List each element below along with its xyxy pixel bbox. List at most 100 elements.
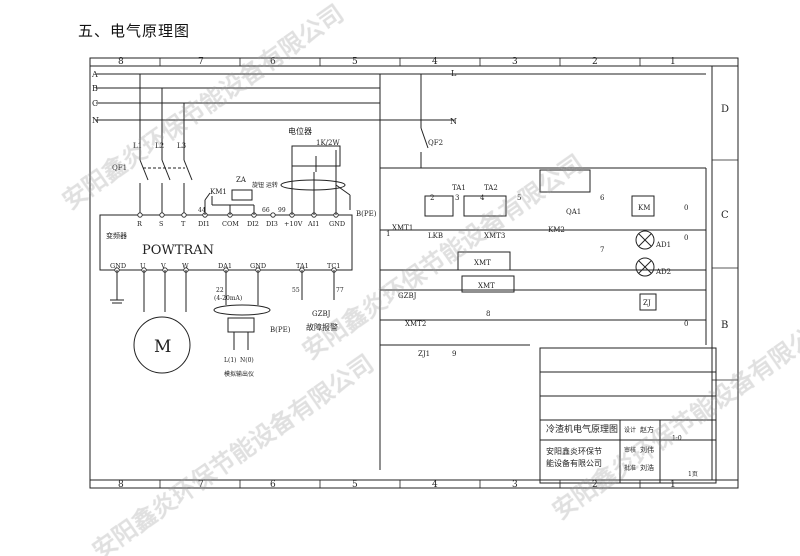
node-9: 9 — [452, 350, 456, 358]
border-col-bottom: 1 — [670, 480, 676, 490]
checker-sign: 刘伟 — [640, 445, 654, 454]
watermark-text: 安阳鑫炎环保节能设备有限公司 — [297, 149, 588, 365]
meter-l: L(1) — [224, 357, 236, 364]
xmt-box — [461, 275, 515, 293]
border-col-top: 4 — [432, 57, 438, 67]
potentiometer-value: 1K/2W — [316, 139, 340, 147]
border-row-right: C — [721, 210, 729, 221]
terminal-r: R — [137, 220, 143, 228]
node-3: 3 — [455, 194, 459, 202]
terminal-s: S — [159, 220, 163, 228]
node-0: 0 — [684, 320, 688, 328]
border-col-top: 2 — [592, 57, 598, 67]
terminal-di3: DI3 — [266, 220, 278, 228]
za-note: 旋钮 运转 — [252, 181, 278, 189]
node-1: 1 — [386, 230, 390, 238]
drawing-name: 冷渣机电气原理图 — [546, 423, 618, 435]
km-coil — [631, 195, 655, 217]
lkb-label: LKB — [428, 232, 443, 240]
border-col-bottom: 6 — [270, 480, 276, 490]
title-block — [539, 347, 717, 484]
border-col-top: 8 — [118, 57, 124, 67]
scale-value: 1:0 — [672, 435, 682, 442]
inverter-label: 变频器 — [106, 231, 127, 240]
node-0: 0 — [684, 204, 688, 212]
phase-l1: L1 — [133, 142, 142, 150]
wire-55: 55 — [292, 287, 300, 294]
drawing-frame — [89, 57, 739, 489]
busbar-label: B — [92, 84, 98, 93]
design-label: 设计 — [624, 426, 636, 434]
fault-alarm-label: 故障报警 — [306, 322, 338, 332]
border-row-right: D — [721, 104, 729, 115]
watermark-text: 安阳鑫炎环保节能设备有限公司 — [547, 309, 800, 525]
motor-label: M — [154, 337, 171, 357]
gzbj-label: GZBJ — [312, 310, 331, 318]
ta1-label: TA1 — [452, 184, 466, 192]
company-line-2: 能设备有限公司 — [546, 458, 602, 468]
xmt-box — [457, 251, 511, 271]
company-line-1: 安阳鑫炎环保节 — [546, 446, 602, 456]
border-row-right: B — [721, 320, 728, 331]
zj-coil — [639, 293, 657, 311]
xmt-box-label: XMT — [478, 282, 495, 290]
node-6: 6 — [600, 194, 605, 202]
phase-l2: L2 — [155, 142, 164, 150]
km-label: KM — [638, 204, 650, 212]
bus-n-label: N — [450, 117, 457, 126]
node-5: 5 — [517, 194, 521, 202]
terminal-10v: +10V — [284, 220, 303, 228]
terminal-da1: DA1 — [218, 262, 232, 270]
bpe-label-1: B(PE) — [356, 210, 377, 218]
node-0: 0 — [684, 234, 688, 242]
terminal-v: V — [160, 262, 166, 270]
wire-44: 44 — [198, 207, 206, 214]
border-col-bottom: 3 — [512, 480, 518, 490]
wire-66: 66 — [262, 207, 270, 214]
xmt1-label: XMT1 — [392, 224, 413, 232]
wire-99: 99 — [278, 207, 286, 214]
km2-label: KM2 — [548, 226, 565, 234]
xmt2-label: XMT2 — [405, 320, 426, 328]
terminal-ta1: TA1 — [296, 262, 309, 270]
border-col-bottom: 5 — [352, 480, 358, 490]
border-col-bottom: 8 — [118, 480, 124, 490]
wire-22: 22 — [216, 287, 224, 294]
border-col-top: 6 — [270, 57, 276, 67]
approver-sign: 刘浩 — [640, 463, 654, 472]
terminal-t: T — [181, 220, 186, 228]
busbar-label: N — [92, 116, 99, 125]
meter-note: 模拟输出仪 — [224, 370, 254, 378]
xmt-box-label: XMT — [474, 259, 491, 267]
border-col-top: 7 — [198, 57, 204, 67]
range-label: (4-20mA) — [214, 295, 242, 302]
terminal-tc1: TC1 — [327, 262, 340, 270]
zj-label: ZJ — [643, 299, 651, 307]
za-label: ZA — [236, 176, 247, 184]
watermark-text: 安阳鑫炎环保节能设备有限公司 — [87, 349, 378, 556]
node-7: 7 — [600, 246, 604, 254]
node-2: 2 — [430, 194, 434, 202]
qa1-label: QA1 — [566, 208, 581, 216]
border-col-top: 5 — [352, 57, 358, 67]
phase-l3: L3 — [177, 142, 186, 150]
meter-n: N(0) — [240, 357, 254, 364]
designer-sign: 赵方 — [640, 425, 654, 434]
terminal-ai1: AI1 — [307, 220, 319, 228]
analog-meter-symbol — [227, 317, 255, 333]
km1-label: KM1 — [210, 188, 227, 196]
busbar-label: A — [91, 70, 98, 79]
node-8: 8 — [486, 310, 490, 318]
border-col-bottom: 2 — [592, 480, 598, 490]
qf1-label: QF1 — [112, 164, 127, 172]
motor-symbol — [133, 316, 191, 374]
ta2-label: TA2 — [484, 184, 498, 192]
sheet-value: 1页 — [688, 471, 698, 478]
border-col-top: 1 — [670, 57, 676, 67]
terminal-u: U — [140, 262, 146, 270]
watermark-text: 安阳鑫炎环保节能设备有限公司 — [57, 0, 348, 215]
xmt3-label: XMT3 — [484, 232, 505, 240]
terminal-di1: DI1 — [198, 220, 210, 228]
terminal-w: W — [182, 262, 189, 270]
